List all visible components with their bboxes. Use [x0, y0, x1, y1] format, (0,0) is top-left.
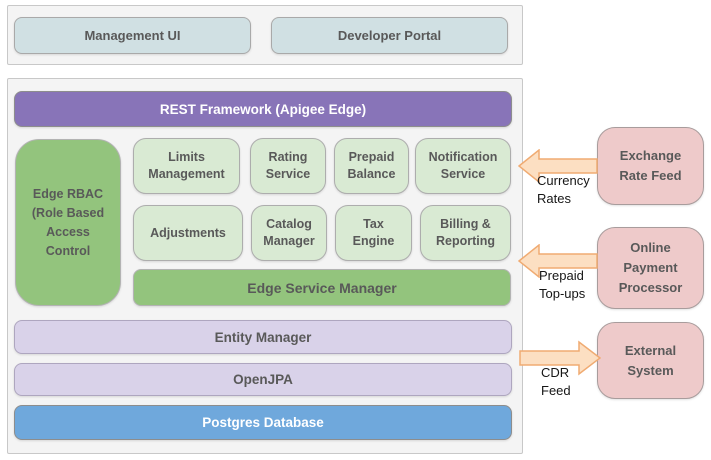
service-box-notification-service: Notification Service [415, 138, 511, 194]
currency-rates-arrow-icon [518, 149, 598, 183]
service-box-tax-engine: Tax Engine [335, 205, 412, 261]
external-box-exchange-rate-feed: Exchange Rate Feed [597, 127, 704, 205]
developer-portal-box: Developer Portal [271, 17, 508, 54]
rest-framework-bar: REST Framework (Apigee Edge) [14, 91, 512, 127]
service-box-adjustments: Adjustments [133, 205, 243, 261]
edge-service-manager-bar: Edge Service Manager [133, 269, 511, 306]
prepaid-topups-label: Prepaid Top-ups [539, 268, 586, 301]
service-box-limits-management: Limits Management [133, 138, 240, 194]
edge-rbac-box: Edge RBAC (Role Based Access Control [15, 139, 121, 306]
service-box-billing-reporting: Billing & Reporting [420, 205, 511, 261]
service-box-prepaid-balance: Prepaid Balance [334, 138, 409, 194]
entity-manager-bar: Entity Manager [14, 320, 512, 354]
cdr-feed-arrow-icon [519, 340, 601, 376]
service-box-catalog-manager: Catalog Manager [251, 205, 327, 261]
external-box-online-payment-processor: Online Payment Processor [597, 227, 704, 309]
openjpa-bar: OpenJPA [14, 363, 512, 396]
management-ui-box: Management UI [14, 17, 251, 54]
cdr-feed-label: CDR Feed [541, 365, 571, 398]
external-box-external-system: External System [597, 322, 704, 399]
postgres-database-bar: Postgres Database [14, 405, 512, 440]
prepaid-topups-arrow-icon [518, 244, 598, 278]
service-box-rating-service: Rating Service [250, 138, 326, 194]
main-panel: REST Framework (Apigee Edge) Edge RBAC (… [7, 78, 523, 454]
top-panel: Management UI Developer Portal [7, 5, 523, 65]
currency-rates-label: Currency Rates [537, 173, 590, 206]
